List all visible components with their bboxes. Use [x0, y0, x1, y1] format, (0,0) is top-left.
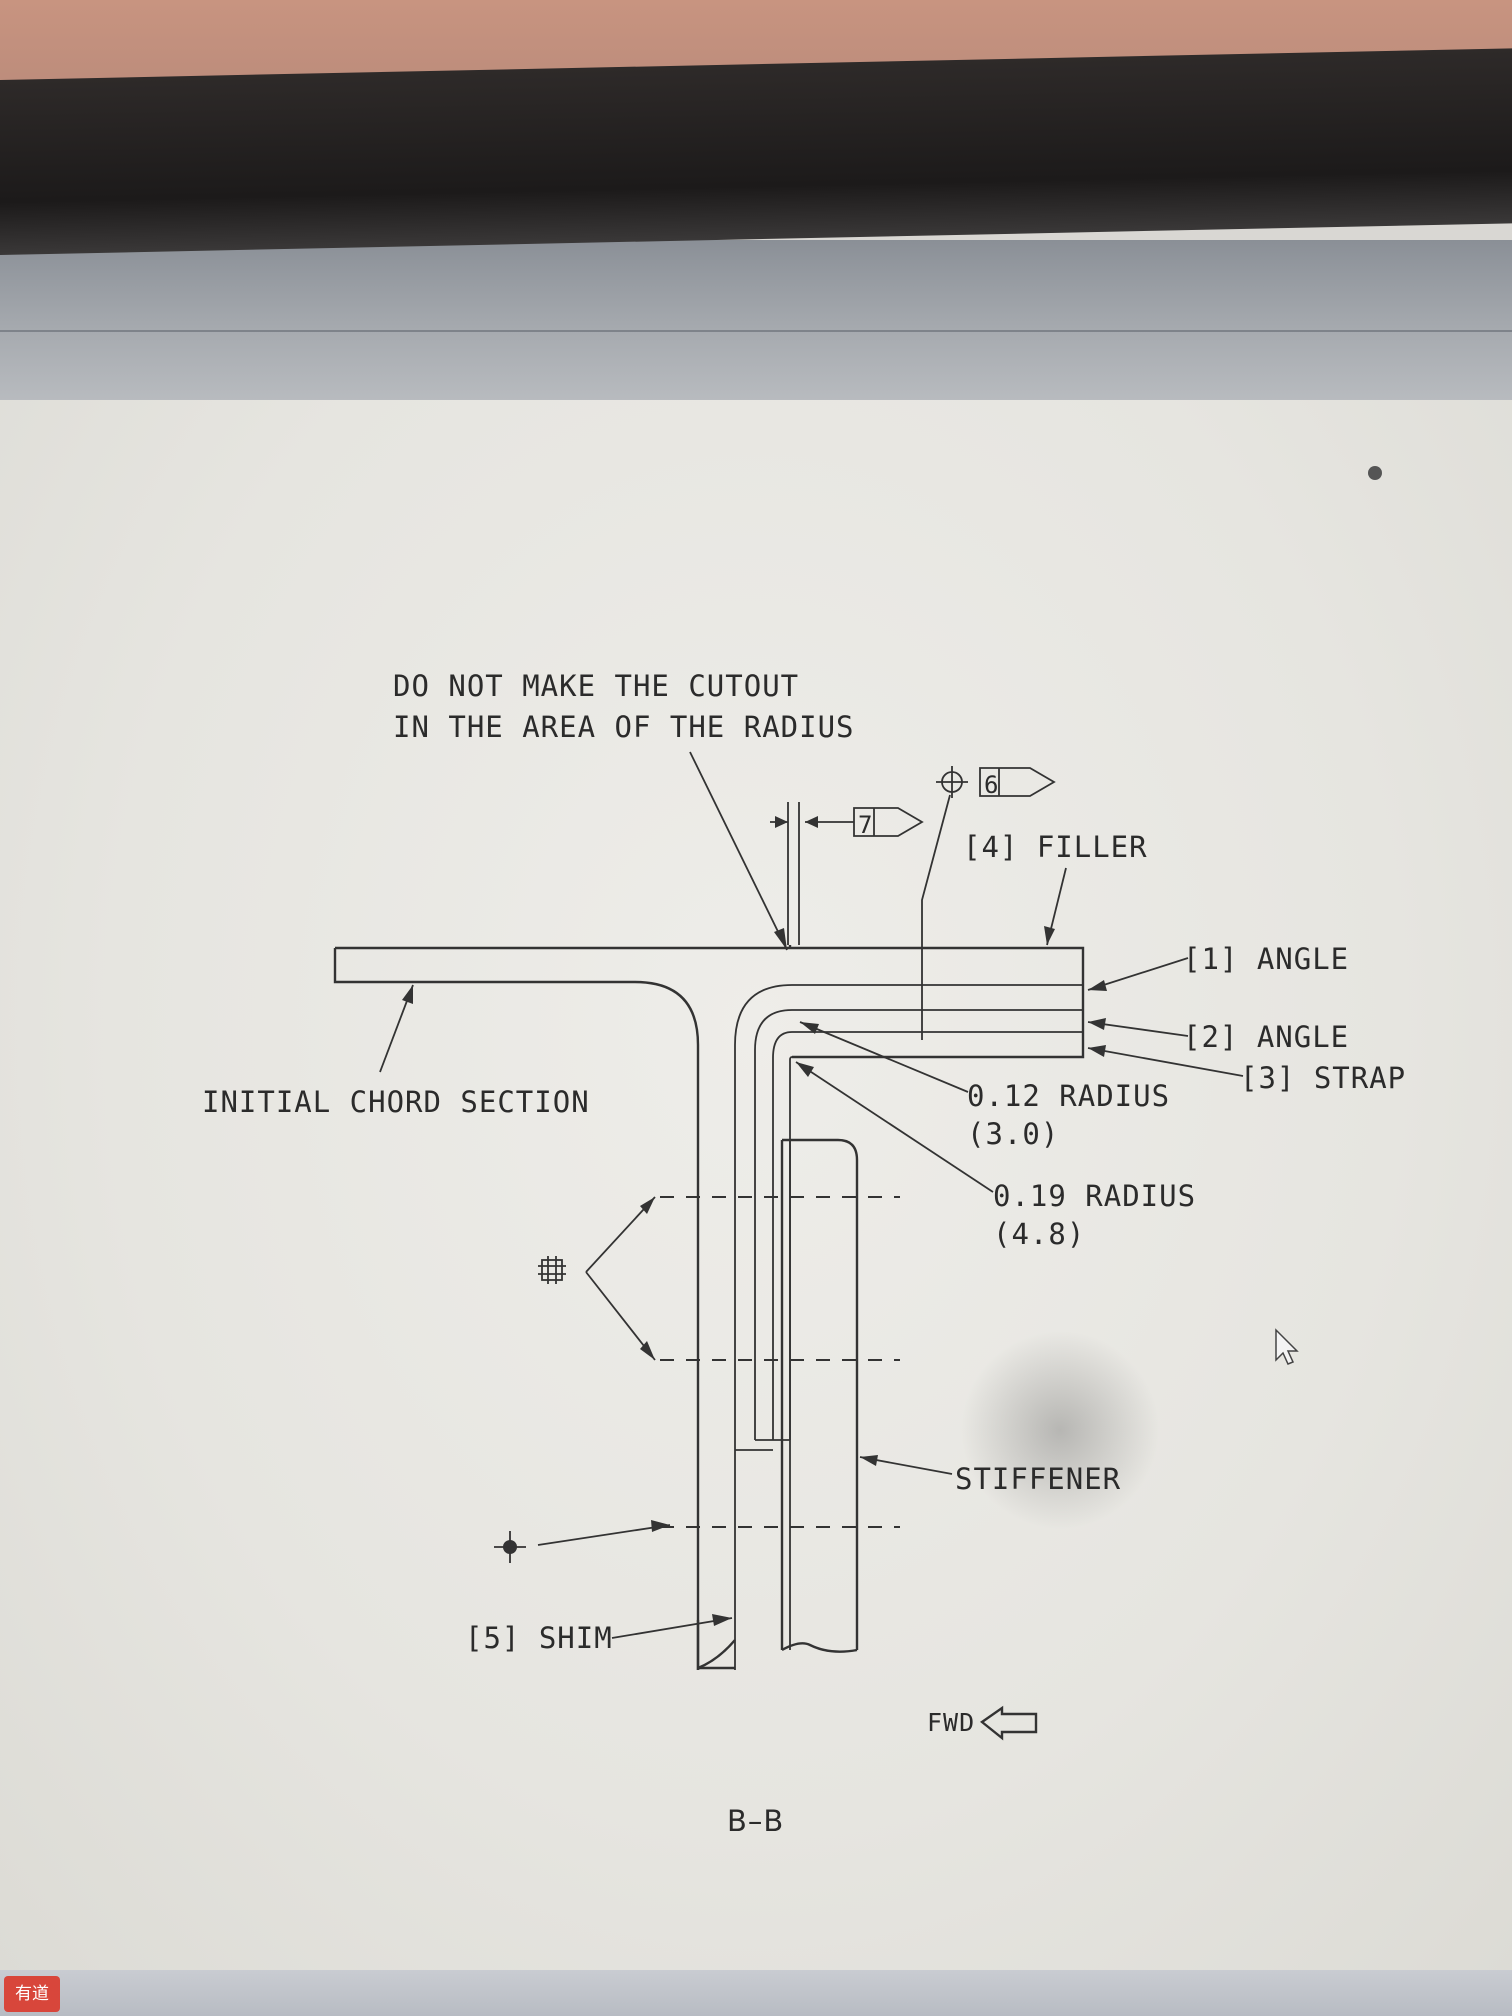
stiffener-outline	[782, 1138, 859, 1650]
initial-chord-label: INITIAL CHORD SECTION	[202, 1085, 590, 1119]
radius-019-leader	[795, 1061, 994, 1193]
strap-3-leader	[1087, 1047, 1244, 1077]
mouse-cursor-icon	[1275, 1328, 1299, 1365]
shim-leader	[611, 1617, 733, 1639]
flag-6-box	[979, 767, 1056, 797]
toolbar-divider	[0, 330, 1512, 332]
datum-leader	[537, 1524, 671, 1546]
section-label: B–B	[727, 1804, 784, 1838]
flag-7-label: 7	[858, 811, 873, 839]
cutout-note-line2: IN THE AREA OF THE RADIUS	[393, 710, 855, 744]
screen-smudge	[960, 1330, 1160, 1530]
cutout-leader-arrow	[774, 928, 787, 950]
filler-label: [4] FILLER	[963, 830, 1148, 864]
strap-inner	[789, 1056, 793, 1440]
fastener-symbol-icon	[936, 766, 968, 798]
radius-012-leader	[799, 1021, 969, 1093]
chord-outline-top	[335, 946, 1085, 1059]
flag-7-box	[853, 807, 924, 837]
cutout-extension-lines	[787, 802, 800, 945]
drill-symbol-icon	[538, 1256, 566, 1284]
flag-6-label: 6	[984, 771, 999, 799]
drill-leaders	[585, 1196, 656, 1361]
datum-symbol-icon	[494, 1531, 526, 1563]
angle-2-bend	[754, 1009, 793, 1440]
radius-012-label: 0.12 RADIUS	[967, 1079, 1170, 1113]
break-line-1	[697, 1639, 736, 1670]
strap-bend	[772, 1031, 793, 1440]
taskbar-app-logo[interactable]: 有道	[4, 1976, 60, 2012]
document-page	[0, 400, 1512, 1970]
angle-1-label: [1] ANGLE	[1183, 942, 1349, 976]
radius-012-mm: (3.0)	[967, 1117, 1059, 1151]
shim-label: [5] SHIM	[465, 1621, 613, 1655]
flag-6-leader	[921, 794, 951, 1040]
angle-2-label: [2] ANGLE	[1183, 1020, 1349, 1054]
break-line-2	[781, 1642, 858, 1653]
strap-3-label: [3] STRAP	[1240, 1061, 1406, 1095]
cutout-note-line1: DO NOT MAKE THE CUTOUT	[393, 669, 799, 703]
radius-019-mm: (4.8)	[993, 1217, 1085, 1251]
stiffener-label: STIFFENER	[955, 1462, 1121, 1496]
fwd-arrow-icon	[979, 1705, 1038, 1741]
cutout-leader	[689, 751, 788, 951]
angle-1-bend	[734, 984, 793, 1440]
taskbar	[0, 1970, 1512, 2016]
radius-019-label: 0.19 RADIUS	[993, 1179, 1196, 1213]
fwd-label: FWD	[927, 1708, 975, 1737]
screen-speck	[1368, 466, 1382, 480]
chord-flange-outline	[333, 948, 700, 1670]
